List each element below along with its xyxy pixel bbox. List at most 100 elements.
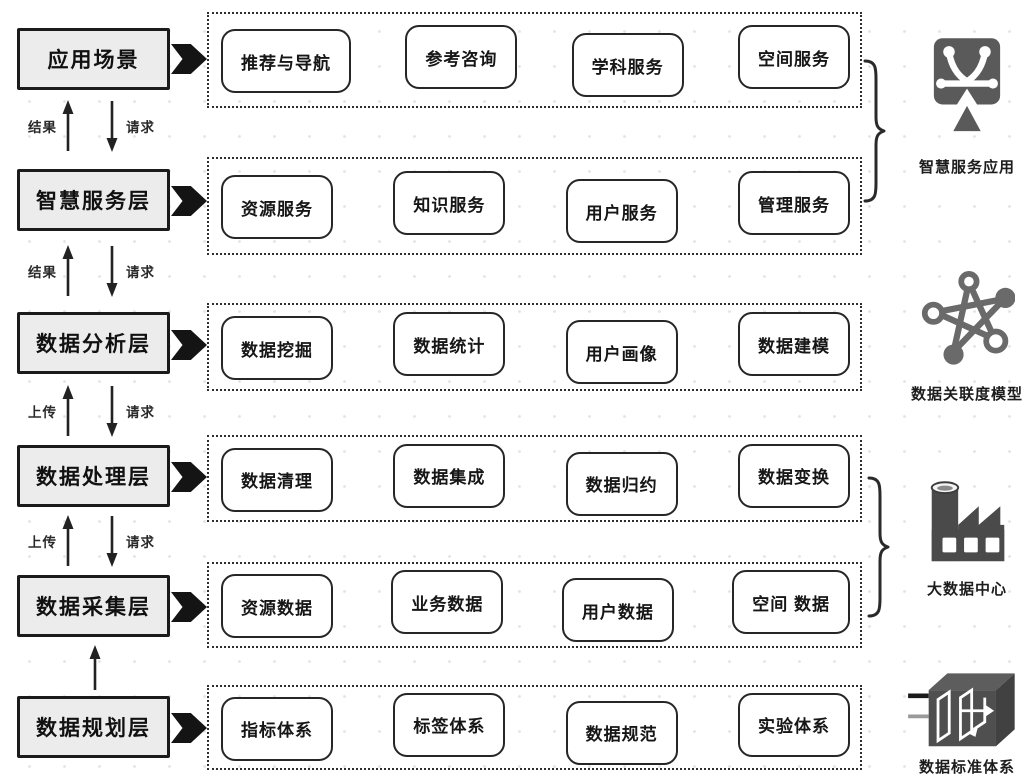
item-box: 用户数据 — [561, 578, 674, 642]
item-box: 空间 数据 — [732, 570, 850, 634]
item-label: 标签体系 — [413, 717, 486, 736]
chevron-right-icon — [171, 330, 207, 360]
item-box: 管理服务 — [737, 171, 850, 235]
side-icon-label: 数据关联度模型 — [910, 386, 1023, 403]
flow-down-label: 请求 — [126, 120, 155, 135]
flow-up-label: 结果 — [28, 120, 57, 135]
arrow-up-icon — [62, 515, 74, 566]
items-row-smart-service: 资源服务 知识服务 用户服务 管理服务 — [207, 157, 862, 255]
item-label: 参考咨询 — [425, 49, 498, 69]
side-icon-label: 数据标准体系 — [918, 759, 1015, 776]
item-box: 数据规范 — [565, 700, 678, 765]
flow-down-label: 请求 — [126, 265, 155, 280]
items-row-data-collection: 资源数据 业务数据 用户数据 空间 数据 — [207, 562, 862, 648]
layer-box-data-planning: 数据规划层 — [17, 696, 170, 758]
side-icon-label: 大数据中心 — [926, 581, 1007, 598]
side-icon-label: 智慧服务应用 — [918, 159, 1015, 176]
item-label: 数据规范 — [585, 725, 658, 744]
item-box: 学科服务 — [571, 33, 684, 97]
item-box: 空间服务 — [737, 25, 850, 89]
item-box: 实验体系 — [737, 692, 850, 757]
flow-upload-request-2: 上传 请求 — [17, 514, 170, 568]
item-label: 数据集成 — [413, 468, 486, 487]
item-box: 数据建模 — [737, 312, 850, 376]
chevron-right-icon — [171, 713, 207, 743]
chevron-right-icon — [171, 44, 207, 74]
brace-big-data-center — [867, 476, 890, 618]
flow-up-only — [17, 644, 170, 692]
side-group-smart-service-app: 智慧服务应用 — [893, 36, 1026, 177]
layer-label: 数据处理层 — [36, 466, 151, 489]
arrow-down-icon — [106, 246, 118, 297]
flow-down-label: 请求 — [126, 535, 155, 550]
arrow-up-icon — [89, 645, 101, 690]
item-label: 指标体系 — [241, 721, 313, 740]
item-label: 数据归约 — [585, 476, 658, 495]
data-correlation-model-icon — [921, 271, 1015, 365]
chevron-right-icon — [171, 186, 207, 216]
item-box: 业务数据 — [391, 570, 504, 634]
item-box: 知识服务 — [393, 171, 506, 235]
item-box: 参考咨询 — [405, 25, 518, 89]
flow-result-request-1: 结果 请求 — [17, 99, 170, 153]
item-label: 推荐与导航 — [241, 53, 331, 73]
flow-up-label: 结果 — [28, 265, 57, 280]
item-label: 用户服务 — [585, 203, 658, 223]
layer-label: 数据采集层 — [36, 596, 151, 619]
layer-box-app-scenarios: 应用场景 — [17, 28, 170, 90]
flow-down-label: 请求 — [126, 405, 155, 420]
data-standard-system-icon — [908, 673, 1015, 747]
item-box: 数据集成 — [393, 443, 506, 508]
item-box: 用户画像 — [565, 320, 678, 384]
items-row-app-scenarios: 推荐与导航 参考咨询 学科服务 空间服务 — [207, 12, 862, 108]
item-label: 空间 数据 — [752, 594, 830, 614]
item-box: 数据清理 — [221, 447, 333, 512]
arrow-up-icon — [62, 385, 74, 436]
layer-box-data-analysis: 数据分析层 — [17, 312, 170, 374]
layer-box-data-collection: 数据采集层 — [17, 575, 170, 637]
item-box: 数据统计 — [393, 312, 506, 376]
item-label: 数据挖掘 — [241, 340, 313, 360]
layer-box-data-processing: 数据处理层 — [17, 445, 170, 507]
side-group-big-data-center: 大数据中心 — [893, 470, 1026, 599]
flow-up-label: 上传 — [28, 405, 57, 420]
layer-box-smart-service: 智慧服务层 — [17, 169, 170, 231]
chevron-right-icon — [171, 592, 207, 622]
item-label: 资源服务 — [241, 199, 313, 219]
item-label: 数据清理 — [241, 472, 313, 491]
item-box: 指标体系 — [221, 696, 333, 761]
layer-label: 应用场景 — [47, 49, 140, 72]
arrow-down-icon — [106, 386, 118, 437]
item-label: 实验体系 — [757, 717, 830, 736]
side-group-data-correlation-model: 数据关联度模型 — [893, 268, 1026, 404]
layer-label: 智慧服务层 — [36, 190, 151, 213]
arrow-up-icon — [62, 245, 74, 296]
item-label: 用户数据 — [581, 602, 654, 622]
side-group-data-standard-system: 数据标准体系 — [893, 664, 1026, 777]
items-row-data-analysis: 数据挖掘 数据统计 用户画像 数据建模 — [207, 303, 862, 391]
items-row-data-processing: 数据清理 数据集成 数据归约 数据变换 — [207, 435, 862, 522]
arrow-down-icon — [106, 516, 118, 567]
item-label: 数据变换 — [757, 468, 830, 487]
item-box: 数据归约 — [565, 451, 678, 516]
item-label: 学科服务 — [591, 57, 664, 77]
layer-label: 数据规划层 — [36, 717, 151, 740]
arrow-up-icon — [62, 100, 74, 151]
item-label: 业务数据 — [411, 594, 484, 614]
item-box: 标签体系 — [393, 692, 506, 757]
flow-upload-request-1: 上传 请求 — [17, 384, 170, 438]
item-box: 推荐与导航 — [221, 29, 351, 93]
items-row-data-planning: 指标体系 标签体系 数据规范 实验体系 — [207, 685, 862, 770]
flow-up-label: 上传 — [28, 535, 57, 550]
chevron-right-icon — [171, 462, 207, 492]
big-data-center-icon — [930, 481, 1005, 562]
item-box: 资源数据 — [221, 574, 333, 638]
item-label: 管理服务 — [757, 195, 830, 215]
item-box: 数据变换 — [737, 443, 850, 508]
item-label: 用户画像 — [585, 344, 658, 364]
item-box: 数据挖掘 — [221, 316, 333, 380]
flow-result-request-2: 结果 请求 — [17, 244, 170, 298]
item-label: 数据建模 — [757, 336, 830, 356]
item-box: 用户服务 — [565, 179, 678, 243]
